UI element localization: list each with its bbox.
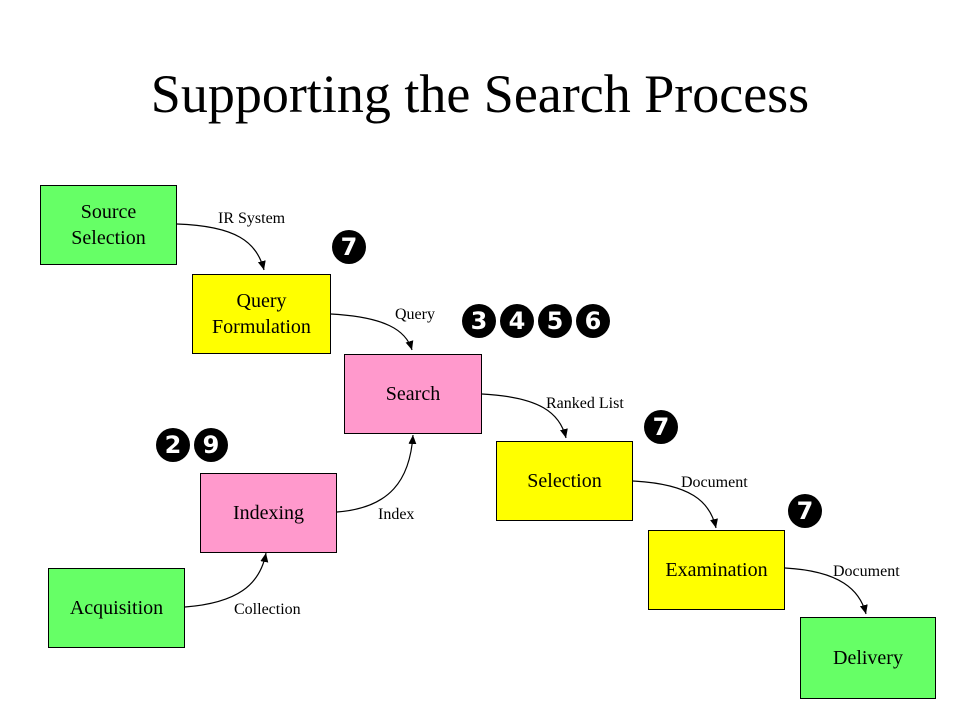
slide-title: Supporting the Search Process <box>150 64 810 124</box>
badge-group-indexing: 2 9 <box>156 428 228 462</box>
edge-indexing-to-search <box>336 434 417 513</box>
box-delivery: Delivery <box>800 617 936 699</box>
edge-label-ir-system: IR System <box>218 210 286 227</box>
box-source-selection: Source Selection <box>40 185 177 265</box>
edge-label-document-2: Document <box>833 563 900 580</box>
number-badge-icon: 4 <box>500 304 534 338</box>
edge-search-to-selection <box>481 393 568 439</box>
edge-examination-to-delivery <box>784 567 868 615</box>
badge-group-selection: 7 <box>644 410 678 444</box>
badge-group-examination: 7 <box>788 494 822 528</box>
number-badge-icon: 7 <box>788 494 822 528</box>
badge-group-search: 3 4 5 6 <box>462 304 610 338</box>
box-query-formulation: Query Formulation <box>192 274 331 354</box>
number-badge-icon: 2 <box>156 428 190 462</box>
box-indexing: Indexing <box>200 473 337 553</box>
edge-source-selection-to-query-formulation <box>176 223 266 271</box>
box-search: Search <box>344 354 482 434</box>
edge-label-index: Index <box>378 506 415 523</box>
edge-selection-to-examination <box>632 480 718 529</box>
badge-group-query-formulation: 7 <box>332 230 366 264</box>
number-badge-icon: 5 <box>538 304 572 338</box>
number-badge-icon: 7 <box>644 410 678 444</box>
edge-label-query: Query <box>395 306 435 323</box>
edge-label-ranked-list: Ranked List <box>546 395 624 412</box>
number-badge-icon: 9 <box>194 428 228 462</box>
box-examination: Examination <box>648 530 785 610</box>
number-badge-icon: 7 <box>332 230 366 264</box>
number-badge-icon: 3 <box>462 304 496 338</box>
edge-label-document-1: Document <box>681 474 748 491</box>
number-badge-icon: 6 <box>576 304 610 338</box>
box-acquisition: Acquisition <box>48 568 185 648</box>
edge-label-collection: Collection <box>234 601 301 618</box>
box-selection: Selection <box>496 441 633 521</box>
edge-query-formulation-to-search <box>330 313 414 351</box>
edge-acquisition-to-indexing <box>184 552 269 608</box>
